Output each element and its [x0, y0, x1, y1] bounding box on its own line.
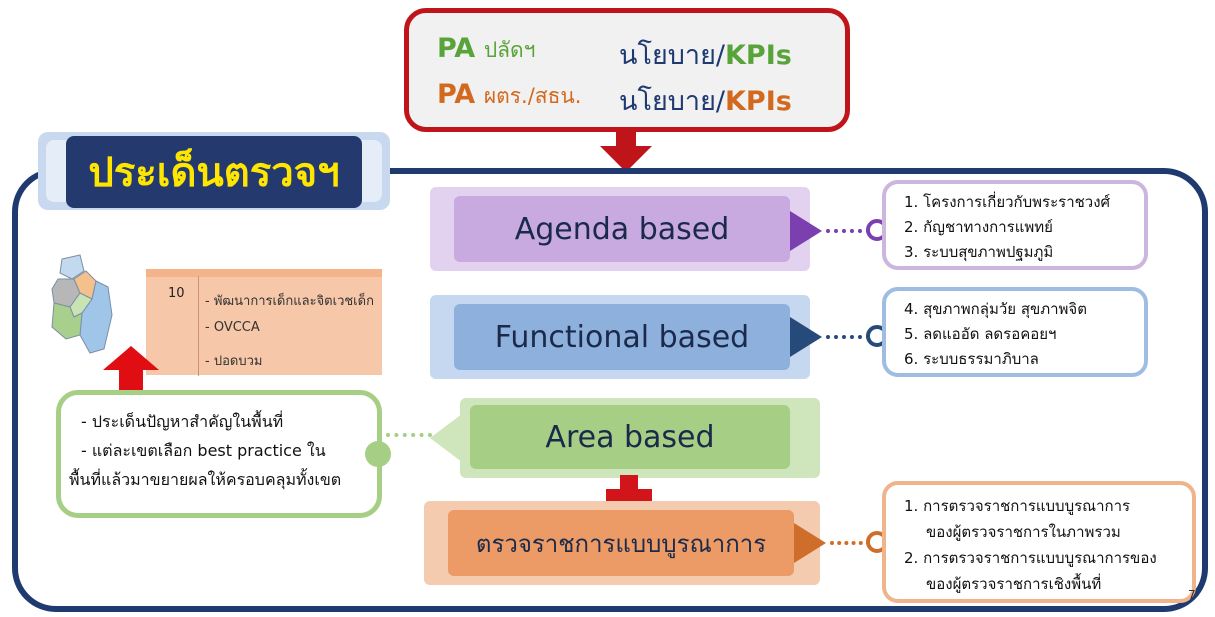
integrated-pointer-icon	[794, 523, 826, 563]
agenda-connector	[826, 229, 870, 233]
up-arrow-icon	[103, 346, 159, 391]
page-number: 7	[1188, 588, 1196, 602]
list-item: ของผู้ตรวจราชการในภาพรวม	[926, 523, 1121, 541]
policy-label: นโยบาย/	[619, 86, 725, 117]
pa-policy-1: นโยบาย/KPIs	[619, 33, 792, 76]
pa-box: PA ปลัดฯ นโยบาย/KPIs PA ผตร./สธน. นโยบาย…	[404, 8, 850, 132]
down-arrow-icon	[600, 130, 652, 172]
list-item: 2. กัญชาทางการแพทย์	[904, 218, 1053, 236]
list-item: 4. สุขภาพกลุ่มวัย สุขภาพจิต	[904, 300, 1087, 318]
area-pointer-icon	[430, 414, 462, 462]
area-description-box: - ประเด็นปัญหาสำคัญในพื้นที่ - แต่ละเขตเ…	[56, 390, 382, 518]
table-header-strip	[146, 269, 382, 277]
page-title: ประเด็นตรวจฯ	[66, 136, 362, 208]
pa-label: PA	[437, 79, 476, 110]
list-item: 2. การตรวจราชการแบบบูรณาการของ	[904, 549, 1157, 567]
list-item: 5. ลดแออัด ลดรอคอยฯ	[904, 325, 1057, 343]
area-dot-icon	[365, 441, 391, 467]
policy-label: นโยบาย/	[619, 40, 725, 71]
list-item: 1. การตรวจราชการแบบบูรณาการ	[904, 497, 1131, 515]
table-item: - ปอดบวม	[205, 354, 263, 369]
functional-connector	[826, 335, 870, 339]
functional-pointer-icon	[790, 317, 822, 357]
pa-owner: ปลัดฯ	[483, 38, 536, 62]
functional-list: 4. สุขภาพกลุ่มวัย สุขภาพจิต 5. ลดแออัด ล…	[882, 287, 1148, 377]
pa-owner: ผตร./สธน.	[483, 84, 582, 108]
area-label: Area based	[470, 405, 790, 469]
list-item: 3. ระบบสุขภาพปฐมภูมิ	[904, 243, 1054, 261]
list-item: 1. โครงการเกี่ยวกับพระราชวงศ์	[904, 193, 1111, 211]
integrated-label: ตรวจราชการแบบบูรณาการ	[448, 510, 794, 576]
agenda-label: Agenda based	[454, 196, 790, 262]
region-map-image	[51, 254, 113, 354]
kpi-label: KPIs	[725, 40, 792, 71]
pa-row-1: PA ปลัดฯ	[437, 33, 535, 67]
list-item: 6. ระบบธรรมาภิบาล	[904, 350, 1039, 368]
pa-row-2: PA ผตร./สธน.	[437, 79, 581, 113]
agenda-list: 1. โครงการเกี่ยวกับพระราชวงศ์ 2. กัญชาทา…	[882, 180, 1148, 270]
description-line: - แต่ละเขตเลือก best practice ใน	[81, 441, 326, 460]
integrated-list: 1. การตรวจราชการแบบบูรณาการ ของผู้ตรวจรา…	[882, 481, 1196, 603]
table-number: 10	[168, 286, 185, 301]
pa-policy-2: นโยบาย/KPIs	[619, 79, 792, 122]
indicator-table	[146, 269, 382, 375]
pa-label: PA	[437, 33, 476, 64]
integrated-connector	[830, 541, 870, 545]
area-connector	[386, 433, 432, 437]
description-line: - ประเด็นปัญหาสำคัญในพื้นที่	[81, 412, 284, 431]
description-line: พื้นที่แล้วมาขยายผลให้ครอบคลุมทั้งเขต	[69, 470, 342, 489]
agenda-pointer-icon	[790, 211, 822, 251]
table-divider	[198, 276, 199, 376]
list-item: ของผู้ตรวจราชการเชิงพื้นที่	[926, 575, 1102, 593]
table-item: - OVCCA	[205, 320, 260, 335]
table-item: - พัฒนาการเด็กและจิตเวชเด็ก	[205, 294, 374, 309]
functional-label: Functional based	[454, 304, 790, 370]
kpi-label: KPIs	[725, 86, 792, 117]
